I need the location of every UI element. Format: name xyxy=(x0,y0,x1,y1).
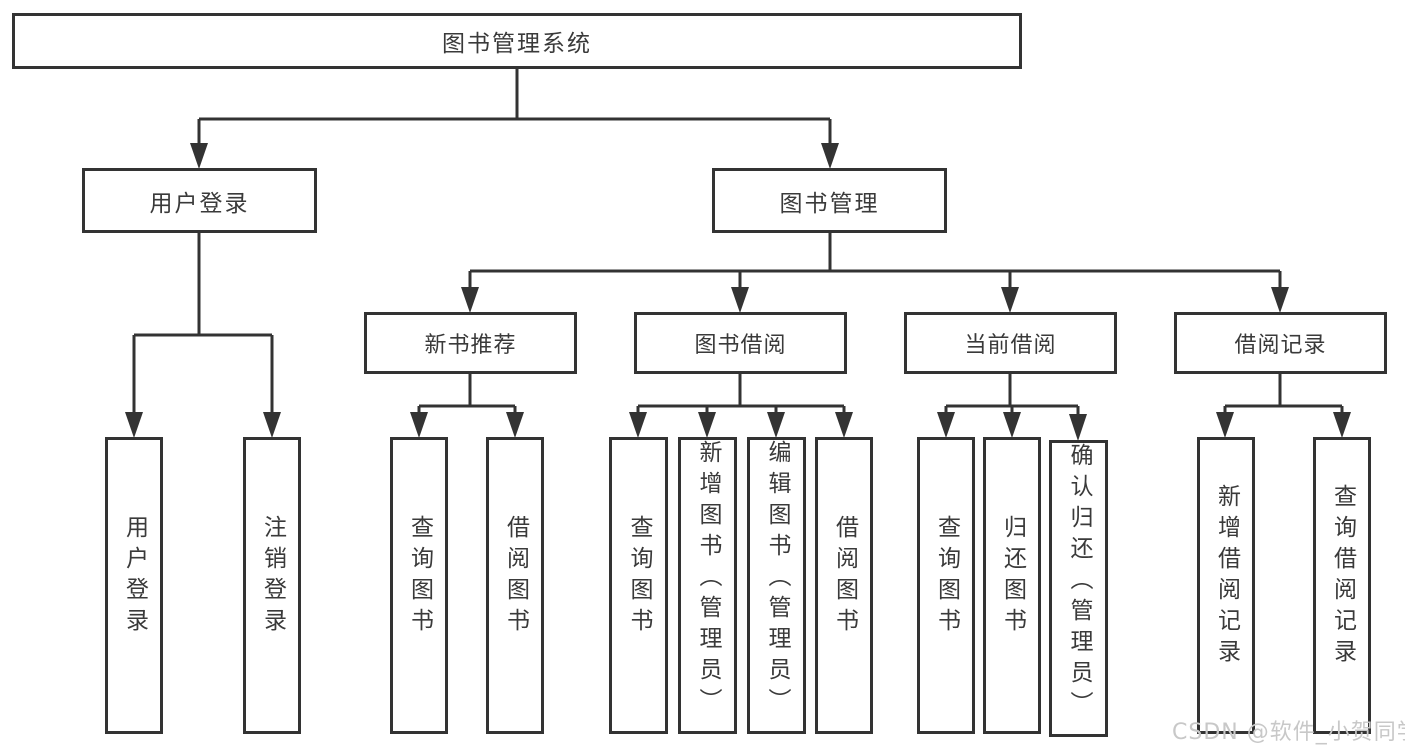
leaf-borrow-book: 借阅图书 xyxy=(815,437,873,734)
connector-root-to-level1 xyxy=(190,69,839,169)
node-root: 图书管理系统 xyxy=(12,13,1022,69)
leaf-add-borrow-record-label: 新增借阅记录 xyxy=(1213,483,1240,670)
leaf-logout: 注销登录 xyxy=(243,437,301,734)
leaf-query-borrow-record: 查询借阅记录 xyxy=(1313,437,1371,734)
leaf-borrow-book-recommend: 借阅图书 xyxy=(486,437,544,734)
leaf-add-borrow-record: 新增借阅记录 xyxy=(1197,437,1255,734)
csdn-watermark: CSDN @软件_小贺同学 xyxy=(1172,720,1405,745)
connector-record-to-leaves xyxy=(1216,374,1351,438)
node-root-label: 图书管理系统 xyxy=(442,31,592,57)
connector-bookmgmt-to-groups xyxy=(461,233,1289,313)
leaf-borrow-book-recommend-label: 借阅图书 xyxy=(502,514,529,639)
leaf-query-borrow-record-label: 查询借阅记录 xyxy=(1329,483,1356,670)
connector-newbook-to-leaves xyxy=(410,374,524,438)
node-new-book-recommend-label: 新书推荐 xyxy=(424,333,517,358)
connector-current-to-leaves xyxy=(937,374,1087,441)
leaf-query-book-current: 查询图书 xyxy=(917,437,975,734)
leaf-confirm-return-admin-label: 确认归还（管理员） xyxy=(1066,443,1092,722)
leaf-return-book: 归还图书 xyxy=(983,437,1041,734)
leaf-query-book-current-label: 查询图书 xyxy=(933,514,960,639)
node-user-login: 用户登录 xyxy=(82,168,317,233)
leaf-query-book-borrow-label: 查询图书 xyxy=(626,514,652,639)
leaf-query-book-recommend-label: 查询图书 xyxy=(406,514,433,639)
leaf-logout-label: 注销登录 xyxy=(259,514,286,639)
leaf-query-book-borrow: 查询图书 xyxy=(609,437,668,734)
node-borrow-record: 借阅记录 xyxy=(1174,312,1387,374)
leaf-edit-book-admin-label: 编辑图书（管理员） xyxy=(764,440,790,719)
node-user-login-label: 用户登录 xyxy=(149,190,250,217)
leaf-borrow-book-label: 借阅图书 xyxy=(831,514,858,639)
leaf-confirm-return-admin: 确认归还（管理员） xyxy=(1049,440,1108,737)
leaf-query-book-recommend: 查询图书 xyxy=(390,437,448,734)
leaf-return-book-label: 归还图书 xyxy=(999,514,1026,639)
node-book-borrow-label: 图书借阅 xyxy=(694,333,787,358)
leaf-user-login: 用户登录 xyxy=(105,437,163,734)
node-current-borrow: 当前借阅 xyxy=(904,312,1117,374)
connector-userlogin-to-leaves xyxy=(125,233,281,438)
leaf-add-book-admin-label: 新增图书（管理员） xyxy=(695,440,721,719)
leaf-user-login-label: 用户登录 xyxy=(121,514,148,639)
node-book-management: 图书管理 xyxy=(712,168,947,233)
leaf-edit-book-admin: 编辑图书（管理员） xyxy=(747,437,806,734)
node-current-borrow-label: 当前借阅 xyxy=(964,333,1057,358)
node-book-borrow: 图书借阅 xyxy=(634,312,847,374)
leaf-add-book-admin: 新增图书（管理员） xyxy=(678,437,737,734)
node-new-book-recommend: 新书推荐 xyxy=(364,312,577,374)
node-book-management-label: 图书管理 xyxy=(779,190,880,217)
node-borrow-record-label: 借阅记录 xyxy=(1234,333,1327,358)
connector-borrow-to-leaves xyxy=(629,374,853,438)
